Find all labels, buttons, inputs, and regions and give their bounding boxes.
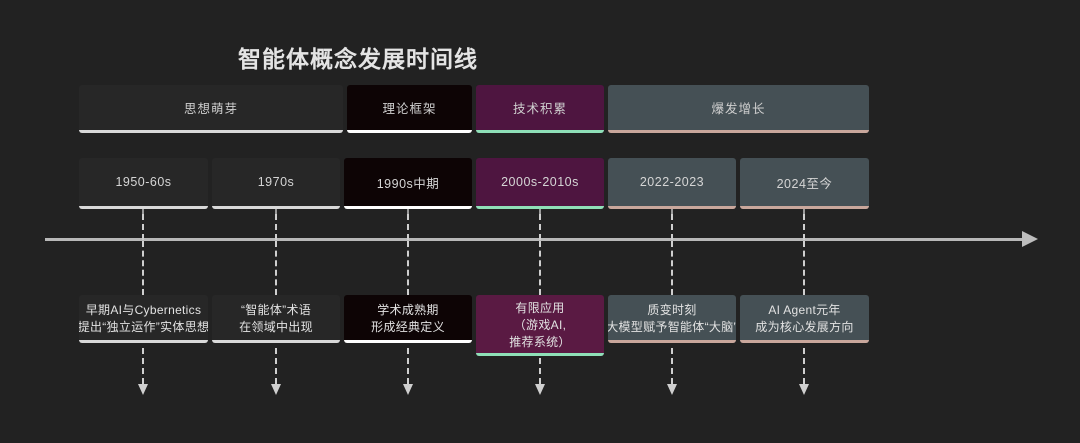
- description-card-6[interactable]: AI Agent元年成为核心发展方向: [740, 295, 869, 343]
- description-card-4[interactable]: 有限应用 （游戏AI, 推荐系统）: [476, 295, 604, 356]
- connector-arrow-icon: [535, 384, 545, 395]
- era-label: 2000s-2010s: [501, 175, 579, 189]
- card-text-line: 推荐系统）: [509, 335, 571, 349]
- description-card-5[interactable]: 质变时刻大模型赋予智能体“大脑”: [608, 295, 736, 343]
- dashed-connector: [142, 348, 144, 384]
- card-text-line: “智能体”术语: [240, 303, 312, 317]
- connector-arrow-icon: [667, 384, 677, 395]
- axis-tick-2: [275, 209, 277, 217]
- axis-tick-5: [671, 209, 673, 217]
- phase-block-2[interactable]: 理论框架: [347, 85, 472, 133]
- connector-arrow-icon: [138, 384, 148, 395]
- axis-tick-1: [142, 209, 144, 217]
- era-label: 1970s: [257, 175, 295, 189]
- dashed-connector: [407, 241, 409, 295]
- axis-tick-4: [539, 209, 541, 217]
- dashed-connector: [671, 241, 673, 295]
- card-text-line: 有限应用: [515, 301, 565, 315]
- era-block-1[interactable]: 1950-60s: [79, 158, 208, 209]
- card-accent-bar: [79, 340, 208, 343]
- timeline-axis-line: [45, 238, 1030, 241]
- card-text-line: 早期AI与Cybernetics: [85, 303, 202, 317]
- dashed-connector: [539, 214, 541, 240]
- phase-accent-bar: [608, 130, 869, 133]
- era-block-6[interactable]: 2024至今: [740, 158, 869, 209]
- era-accent-bar: [740, 206, 869, 209]
- dashed-connector: [275, 214, 277, 240]
- dashed-connector: [803, 348, 805, 384]
- dashed-connector: [539, 241, 541, 295]
- era-block-2[interactable]: 1970s: [212, 158, 340, 209]
- connector-arrow-icon: [799, 384, 809, 395]
- phase-label: 爆发增长: [711, 102, 766, 116]
- era-accent-bar: [212, 206, 340, 209]
- phase-accent-bar: [79, 130, 343, 133]
- page-title: 智能体概念发展时间线: [238, 46, 478, 72]
- dashed-connector: [407, 348, 409, 384]
- axis-tick-6: [803, 209, 805, 217]
- era-accent-bar: [608, 206, 736, 209]
- phase-block-4[interactable]: 爆发增长: [608, 85, 869, 133]
- card-text-line: 大模型赋予智能体“大脑”: [608, 320, 736, 334]
- card-text-line: 在领域中出现: [239, 320, 313, 334]
- card-accent-bar: [476, 353, 604, 356]
- phase-accent-bar: [476, 130, 604, 133]
- dashed-connector: [539, 348, 541, 384]
- description-card-2[interactable]: “智能体”术语在领域中出现: [212, 295, 340, 343]
- phase-label: 理论框架: [382, 102, 437, 116]
- era-accent-bar: [476, 206, 604, 209]
- era-label: 2024至今: [776, 176, 833, 191]
- era-block-5[interactable]: 2022-2023: [608, 158, 736, 209]
- era-block-3[interactable]: 1990s中期: [344, 158, 472, 209]
- connector-arrow-icon: [271, 384, 281, 395]
- phase-block-1[interactable]: 思想萌芽: [79, 85, 343, 133]
- era-label: 1950-60s: [115, 175, 172, 189]
- dashed-connector: [671, 214, 673, 240]
- dashed-connector: [275, 241, 277, 295]
- dashed-connector: [275, 348, 277, 384]
- dashed-connector: [803, 241, 805, 295]
- card-text-line: AI Agent元年: [768, 303, 841, 317]
- card-accent-bar: [344, 340, 472, 343]
- dashed-connector: [803, 214, 805, 240]
- dashed-connector: [671, 348, 673, 384]
- card-text-line: 形成经典定义: [371, 320, 445, 334]
- card-text-line: 质变时刻: [647, 303, 697, 317]
- phase-block-3[interactable]: 技术积累: [476, 85, 604, 133]
- connector-arrow-icon: [403, 384, 413, 395]
- phase-label: 思想萌芽: [183, 102, 238, 116]
- era-label: 2022-2023: [639, 175, 705, 189]
- card-accent-bar: [740, 340, 869, 343]
- era-accent-bar: [344, 206, 472, 209]
- card-accent-bar: [608, 340, 736, 343]
- description-card-3[interactable]: 学术成熟期形成经典定义: [344, 295, 472, 343]
- dashed-connector: [407, 214, 409, 240]
- era-label: 1990s中期: [376, 176, 440, 191]
- dashed-connector: [142, 241, 144, 295]
- dashed-connector: [142, 214, 144, 240]
- description-card-1[interactable]: 早期AI与Cybernetics 提出“独立运作”实体思想: [79, 295, 208, 343]
- era-block-4[interactable]: 2000s-2010s: [476, 158, 604, 209]
- card-text-line: （游戏AI,: [513, 318, 567, 332]
- era-label-row: 1950-60s 1970s 1990s中期 2000s-2010s 2022-2023…: [79, 158, 869, 209]
- card-text-line: 提出“独立运作”实体思想: [79, 320, 208, 334]
- phase-header-row: 思想萌芽 理论框架 技术积累 爆发增长: [79, 85, 869, 133]
- axis-tick-3: [407, 209, 409, 217]
- card-text-line: 成为核心发展方向: [755, 320, 854, 334]
- phase-accent-bar: [347, 130, 472, 133]
- era-accent-bar: [79, 206, 208, 209]
- card-text-line: 学术成熟期: [377, 303, 439, 317]
- timeline-axis-arrow-icon: [1022, 231, 1038, 247]
- card-accent-bar: [212, 340, 340, 343]
- phase-label: 技术积累: [512, 102, 567, 116]
